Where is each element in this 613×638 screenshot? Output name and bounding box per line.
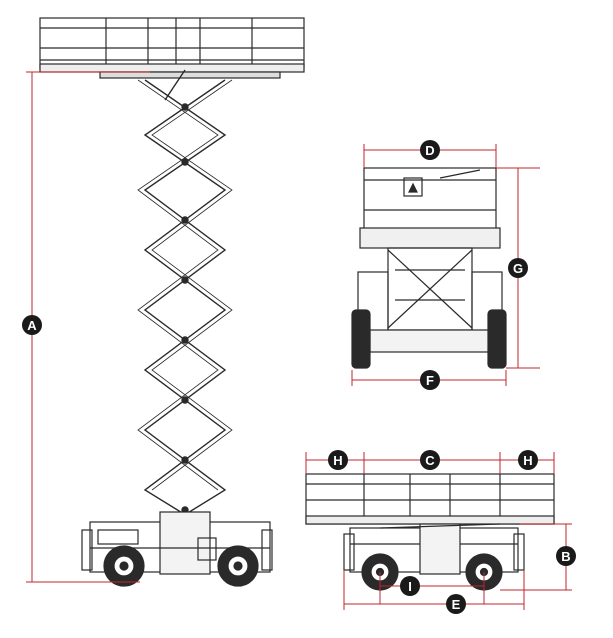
badge-b: B [556, 546, 576, 566]
badge-e: E [446, 594, 466, 614]
stowed-view [305, 473, 555, 591]
stowed-view-chassis [343, 523, 525, 575]
badge-e-label: E [452, 597, 461, 612]
badge-h-left-label: H [333, 453, 342, 468]
badge-i: I [400, 576, 420, 596]
side-view-scissor-stack [137, 69, 233, 531]
badge-h-right: H [518, 450, 538, 470]
badge-g-label: G [513, 261, 523, 276]
badge-a-label: A [27, 318, 37, 333]
dimension-i-line [379, 572, 485, 604]
stowed-view-platform [305, 473, 555, 525]
side-view-wheel-front [217, 545, 259, 587]
front-view-tire-left [351, 309, 371, 369]
side-view-chassis [81, 511, 273, 575]
badge-b-label: B [561, 549, 570, 564]
badge-c: C [420, 450, 440, 470]
badge-f: F [420, 370, 440, 390]
badge-h-right-label: H [523, 453, 532, 468]
front-view-tire-right [487, 309, 507, 369]
badge-g: G [508, 258, 528, 278]
badge-c-label: C [425, 453, 435, 468]
badge-h-left: H [328, 450, 348, 470]
side-view-wheel-rear [103, 545, 145, 587]
side-view-raised [39, 17, 305, 587]
front-view-scissors [387, 247, 473, 331]
front-view-chassis [357, 271, 503, 353]
badge-d: D [420, 140, 440, 160]
badge-i-label: I [408, 579, 412, 594]
dimension-e-line [343, 570, 525, 610]
badge-f-label: F [426, 373, 434, 388]
badge-a: A [22, 315, 42, 335]
side-view-platform-rails [39, 17, 305, 79]
dimension-a-line [26, 71, 150, 583]
front-view [351, 167, 507, 369]
badge-d-label: D [425, 143, 434, 158]
front-view-platform [359, 167, 501, 249]
